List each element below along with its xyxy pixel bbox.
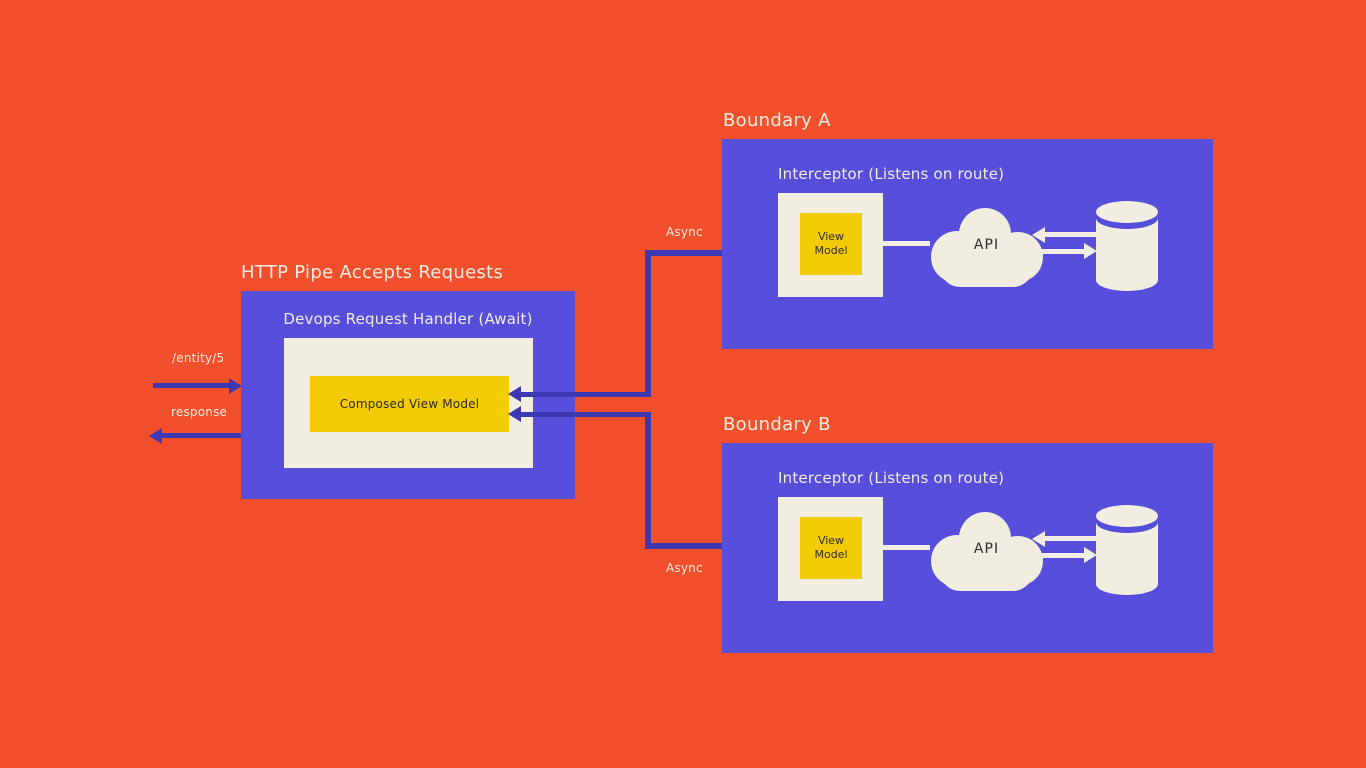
boundary-a-view-model-label: View Model <box>814 229 848 257</box>
boundary-a-viewmodel-api-connector <box>883 241 930 246</box>
async-label-a: Async <box>666 225 703 239</box>
request-handler-body: Composed View Model <box>284 338 533 468</box>
async-connector-b-arrowhead-icon <box>508 406 521 422</box>
boundary-a-interceptor-body: View Model <box>778 193 883 297</box>
boundary-b-interceptor-label: Interceptor (Listens on route) <box>778 469 1005 487</box>
database-cylinder-shape <box>1096 201 1158 291</box>
response-arrowhead-icon <box>149 428 162 444</box>
boundary-a-api-to-db-arrow-line <box>1035 249 1084 254</box>
composed-view-model-label: Composed View Model <box>339 397 480 411</box>
response-label: response <box>171 405 228 419</box>
boundary-a-db-to-api-arrowhead-icon <box>1032 227 1045 243</box>
boundary-a: Boundary A Interceptor (Listens on route… <box>722 110 1213 353</box>
composed-view-model-box: Composed View Model <box>310 376 509 432</box>
request-path-label: /entity/5 <box>172 351 225 365</box>
async-connector-b-stub <box>645 543 779 549</box>
async-connector-a-vertical <box>645 250 651 397</box>
boundary-a-panel: Interceptor (Listens on route) View Mode… <box>722 139 1213 349</box>
boundary-b-api-to-db-arrow-line <box>1035 553 1084 558</box>
boundary-b-db-to-api-arrow-line <box>1045 536 1097 541</box>
database-cylinder-shape <box>1096 505 1158 595</box>
request-arrow-line <box>153 383 230 388</box>
cloud-shape <box>931 208 1043 287</box>
boundary-a-database-icon <box>1096 201 1158 291</box>
boundary-a-api-cloud-icon: API <box>930 207 1043 287</box>
boundary-b-view-model-label: View Model <box>814 533 848 561</box>
boundary-b-api-cloud-icon: API <box>930 511 1043 591</box>
boundary-b-interceptor-body: View Model <box>778 497 883 601</box>
boundary-b-panel: Interceptor (Listens on route) View Mode… <box>722 443 1213 653</box>
boundary-a-title: Boundary A <box>723 110 831 131</box>
boundary-b-db-to-api-arrowhead-icon <box>1032 531 1045 547</box>
boundary-b-database-icon <box>1096 505 1158 595</box>
async-connector-a-arrow-line <box>521 392 651 397</box>
boundary-a-view-model-box: View Model <box>800 213 862 275</box>
async-label-b: Async <box>666 561 703 575</box>
cloud-shape <box>931 512 1043 591</box>
async-connector-b-vertical <box>645 412 651 549</box>
async-connector-a-stub <box>645 250 779 256</box>
boundary-b-api-to-db-arrowhead-icon <box>1084 547 1097 563</box>
response-arrow-line <box>161 433 241 438</box>
boundary-b-viewmodel-api-connector <box>883 545 930 550</box>
async-connector-b-arrow-line <box>521 412 651 417</box>
boundary-b-title: Boundary B <box>723 414 831 435</box>
boundary-a-api-to-db-arrowhead-icon <box>1084 243 1097 259</box>
boundary-a-db-to-api-arrow-line <box>1045 232 1097 237</box>
async-connector-a-arrowhead-icon <box>508 386 521 402</box>
http-pipe-title: HTTP Pipe Accepts Requests <box>241 262 504 283</box>
boundary-b: Boundary B Interceptor (Listens on route… <box>722 414 1213 657</box>
boundary-a-api-label: API <box>973 237 1000 253</box>
boundary-b-api-label: API <box>973 541 1000 557</box>
request-handler-label: Devops Request Handler (Await) <box>283 310 533 328</box>
boundary-a-interceptor-label: Interceptor (Listens on route) <box>778 165 1005 183</box>
request-arrowhead-icon <box>229 378 242 394</box>
boundary-b-view-model-box: View Model <box>800 517 862 579</box>
